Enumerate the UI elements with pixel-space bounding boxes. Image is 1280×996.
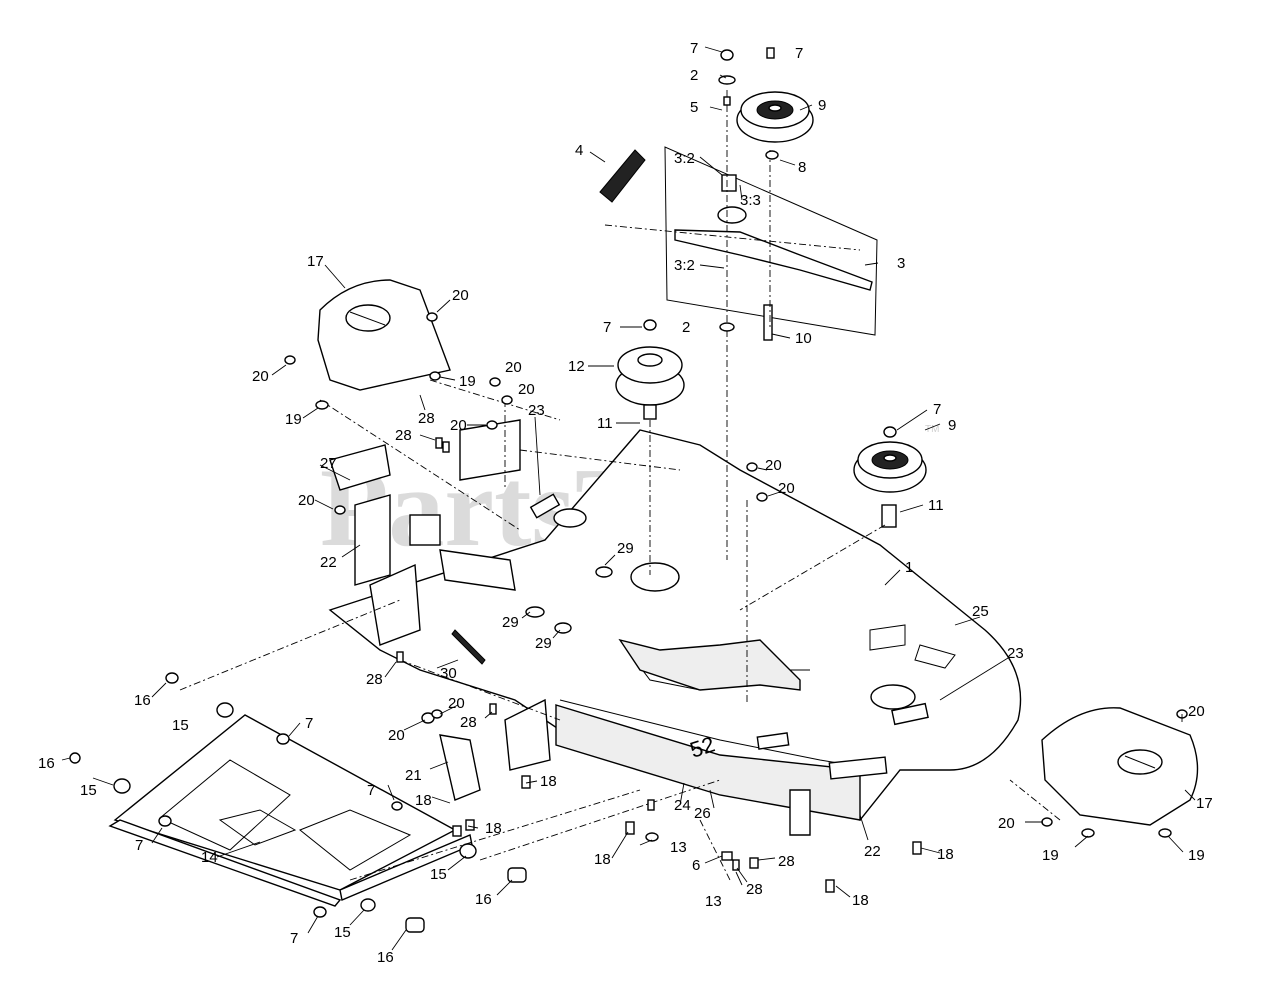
callout-16: 16 (475, 891, 492, 908)
callout-5: 5 (690, 99, 698, 116)
callout-28: 28 (778, 853, 795, 870)
callout-17: 17 (307, 253, 324, 270)
callout-2: 2 (690, 67, 698, 84)
callout-20: 20 (452, 287, 469, 304)
watermark-trademark: TM (925, 424, 939, 435)
callout-19: 19 (1188, 847, 1205, 864)
callout-20: 20 (778, 480, 795, 497)
callout-28: 28 (460, 714, 477, 731)
callout-15: 15 (172, 717, 189, 734)
callout-15: 15 (430, 866, 447, 883)
callout-28: 28 (418, 410, 435, 427)
callout-20: 20 (298, 492, 315, 509)
callout-1: 1 (905, 559, 913, 576)
callout-22: 22 (320, 554, 337, 571)
callout-15: 15 (334, 924, 351, 941)
callout-20: 20 (388, 727, 405, 744)
callout-labels: 7 7 2 9 5 4 3:2 8 3:3 3:2 3 17 20 7 2 10… (38, 40, 1213, 966)
callout-23: 23 (528, 402, 545, 419)
mower-deck: 52 (328, 429, 1022, 821)
callout-12: 12 (568, 358, 585, 375)
callout-3-3: 3:3 (740, 192, 761, 209)
callout-9: 9 (818, 97, 826, 114)
callout-18: 18 (540, 773, 557, 790)
callout-18: 18 (485, 820, 502, 837)
callout-28: 28 (746, 881, 763, 898)
callout-29: 29 (502, 614, 519, 631)
deck-hanger-frame (108, 714, 473, 907)
callout-3: 3 (897, 255, 905, 272)
callout-28: 28 (366, 671, 383, 688)
callout-10: 10 (795, 330, 812, 347)
callout-19: 19 (285, 411, 302, 428)
callout-7: 7 (603, 319, 611, 336)
callout-20: 20 (765, 457, 782, 474)
callout-20: 20 (448, 695, 465, 712)
callout-28: 28 (395, 427, 412, 444)
callout-20: 20 (450, 417, 467, 434)
callout-13: 13 (705, 893, 722, 910)
callout-6: 6 (692, 857, 700, 874)
callout-11: 11 (928, 497, 944, 514)
callout-26: 26 (694, 805, 711, 822)
callout-3-2: 3:2 (674, 150, 695, 167)
callout-7: 7 (290, 930, 298, 947)
hardware (69, 47, 1188, 933)
leader-lines (61, 46, 1196, 951)
belt-cover-left (317, 279, 451, 391)
callout-2: 2 (682, 319, 690, 336)
callout-16: 16 (377, 949, 394, 966)
callout-24: 24 (674, 797, 691, 814)
callout-16: 16 (134, 692, 151, 709)
callout-20: 20 (505, 359, 522, 376)
callout-7: 7 (367, 782, 375, 799)
callout-19: 19 (1042, 847, 1059, 864)
callout-22: 22 (864, 843, 881, 860)
callout-20: 20 (252, 368, 269, 385)
callout-29: 29 (535, 635, 552, 652)
callout-3-2: 3:2 (674, 257, 695, 274)
callout-11: 11 (597, 415, 613, 432)
pulley-right (853, 441, 927, 528)
callout-9: 9 (948, 417, 956, 434)
pulley-center (615, 346, 685, 420)
callout-23: 23 (1007, 645, 1024, 662)
pulley-top (736, 91, 814, 143)
belt-cover-right (1041, 707, 1199, 826)
callout-4: 4 (575, 142, 583, 159)
idler-arm-assembly (664, 146, 878, 341)
callout-18: 18 (937, 846, 954, 863)
callout-25: 25 (972, 603, 989, 620)
assembly-center-lines (179, 90, 1061, 881)
callout-13: 13 (670, 839, 687, 856)
callout-7: 7 (135, 837, 143, 854)
callout-18: 18 (852, 892, 869, 909)
callout-30: 30 (440, 665, 457, 682)
callout-7: 7 (690, 40, 698, 57)
callout-8: 8 (798, 159, 806, 176)
callout-17: 17 (1196, 795, 1213, 812)
spring (599, 149, 646, 203)
callout-18: 18 (415, 792, 432, 809)
callout-19: 19 (459, 373, 476, 390)
callout-7: 7 (795, 45, 803, 62)
callout-15: 15 (80, 782, 97, 799)
callout-29: 29 (617, 540, 634, 557)
callout-27: 27 (320, 455, 337, 472)
callout-20: 20 (998, 815, 1015, 832)
callout-16: 16 (38, 755, 55, 772)
callout-14: 14 (201, 849, 218, 866)
callout-18: 18 (594, 851, 611, 868)
callout-7: 7 (305, 715, 313, 732)
callout-21: 21 (405, 767, 422, 784)
callout-20: 20 (1188, 703, 1205, 720)
callout-7: 7 (933, 401, 941, 418)
callout-20: 20 (518, 381, 535, 398)
